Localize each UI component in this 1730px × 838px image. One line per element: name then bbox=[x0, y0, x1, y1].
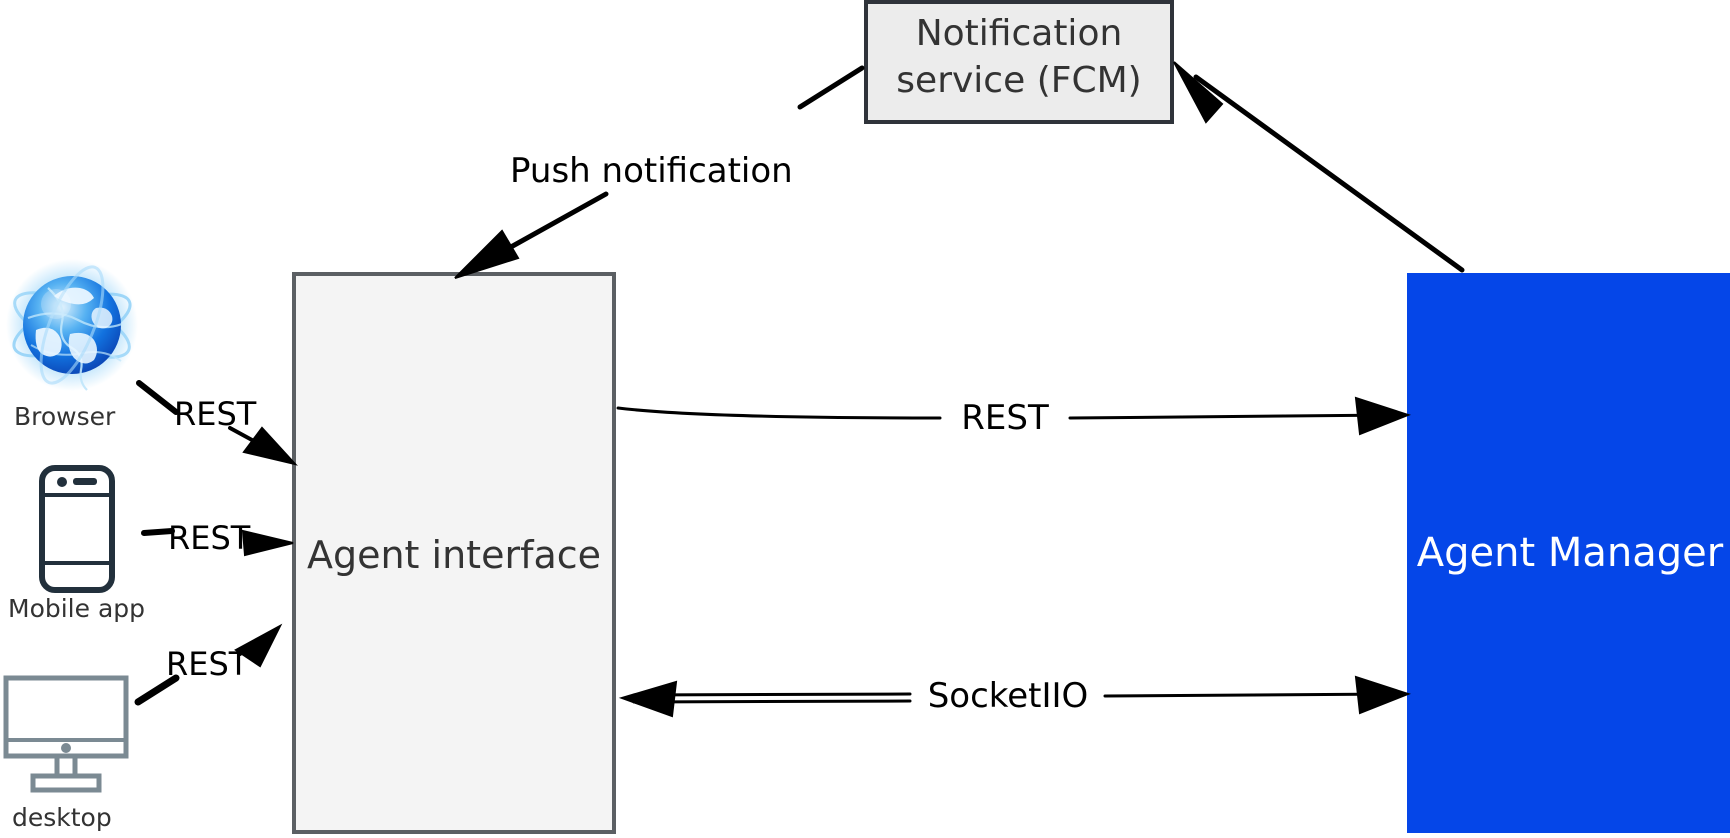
arrowhead bbox=[454, 229, 520, 279]
edge-label-rest-browser: REST bbox=[174, 395, 257, 433]
edge-mobile-to-agent-interface[interactable]: REST bbox=[141, 519, 294, 557]
node-agent-manager[interactable]: Agent Manager bbox=[1407, 273, 1730, 833]
agent-manager-label: Agent Manager bbox=[1417, 530, 1724, 576]
notification-service-label-line2: service (FCM) bbox=[896, 60, 1141, 101]
arrowhead-right bbox=[1354, 675, 1411, 715]
edge-label-socketio: SocketIIO bbox=[928, 676, 1089, 716]
arrowhead bbox=[234, 623, 283, 668]
smartphone-icon bbox=[39, 465, 115, 593]
edge-label-push-notification: Push notification bbox=[510, 151, 793, 191]
arrowhead bbox=[1354, 396, 1411, 436]
monitor-icon bbox=[3, 675, 129, 793]
edge-label-rest-mobile: REST bbox=[168, 519, 251, 557]
edge-agent-manager-to-notification[interactable] bbox=[1173, 61, 1465, 273]
edge-browser-to-agent-interface[interactable]: REST bbox=[136, 380, 298, 466]
notification-service-label-line1: Notification bbox=[916, 13, 1123, 54]
arrowhead bbox=[1173, 61, 1224, 124]
edge-desktop-to-agent-interface[interactable]: REST bbox=[134, 623, 283, 706]
browser-icon bbox=[6, 259, 138, 391]
edge-agent-interface-to-agent-manager-rest[interactable]: REST bbox=[616, 396, 1411, 438]
browser-caption: Browser bbox=[14, 402, 116, 431]
agent-manager-box bbox=[1407, 273, 1730, 833]
edge-agent-interface-agent-manager-socket[interactable]: SocketIIO bbox=[618, 675, 1411, 718]
edge-notification-to-agent-interface[interactable]: Push notification bbox=[454, 65, 865, 279]
arrowhead bbox=[241, 529, 294, 557]
arrowhead bbox=[242, 426, 298, 466]
desktop-caption: desktop bbox=[12, 803, 112, 832]
edge-label-rest-desktop: REST bbox=[166, 645, 249, 683]
node-agent-interface[interactable]: Agent interface bbox=[292, 272, 616, 834]
edge-label-rest-backend: REST bbox=[961, 398, 1049, 438]
arrowhead-left bbox=[618, 680, 678, 718]
agent-interface-box bbox=[292, 272, 616, 834]
node-notification-service[interactable]: Notification service (FCM) bbox=[864, 0, 1174, 124]
agent-interface-label: Agent interface bbox=[307, 533, 601, 577]
notification-service-box bbox=[864, 0, 1174, 124]
mobile-app-caption: Mobile app bbox=[8, 594, 145, 623]
